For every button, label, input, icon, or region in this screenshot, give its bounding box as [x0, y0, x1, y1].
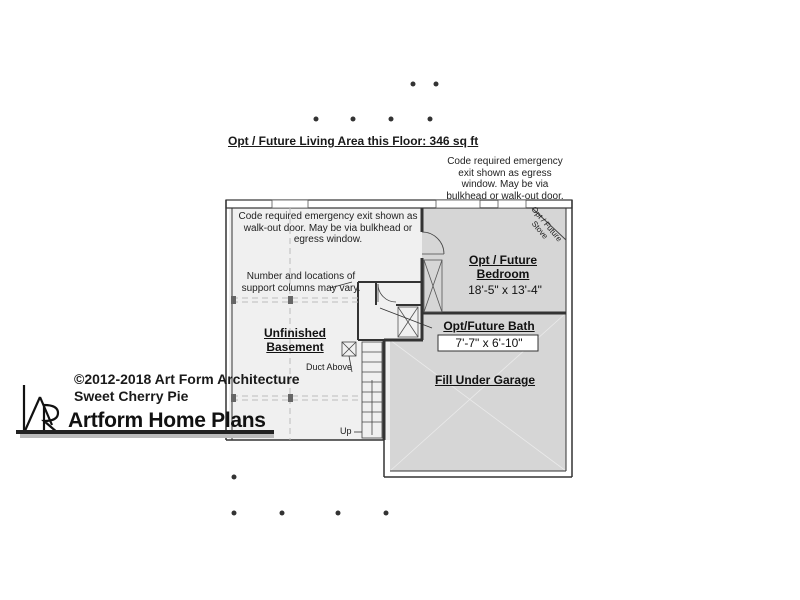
door-swing: [421, 231, 445, 255]
plan-name: Sweet Cherry Pie: [74, 388, 189, 404]
exterior-walls: [225, 199, 573, 478]
window: [497, 199, 527, 209]
closet: [423, 259, 443, 313]
duct-line: [341, 341, 357, 357]
support-column: [288, 394, 293, 402]
ar-monogram-icon: [16, 385, 274, 438]
leader-lines: [329, 281, 433, 433]
brand-name: Artform Home Plans: [68, 409, 266, 432]
bedroom-dimensions: 18'-5" x 13'-4": [468, 283, 542, 297]
logo-stroke: [22, 396, 42, 434]
foundation-dot: [279, 510, 285, 516]
floor-title: Opt / Future Living Area this Floor: 346…: [228, 134, 479, 148]
logo-stroke: [41, 403, 60, 434]
foundation-dot: [313, 116, 319, 122]
logo-underline: [16, 430, 274, 434]
stairs: [361, 341, 383, 439]
foundation-dot: [350, 116, 356, 122]
stove-corner: [531, 207, 567, 241]
logo-shadow: [20, 434, 274, 438]
foundation-dots: [231, 81, 439, 516]
stairs-up-note: Up: [340, 426, 352, 436]
support-column: [231, 296, 236, 304]
support-columns: [231, 296, 293, 402]
foundation-dot: [433, 81, 439, 87]
garage-label: Fill Under Garage: [434, 373, 536, 387]
support-column: [288, 296, 293, 304]
bedroom-area: [422, 205, 566, 313]
door-swings: [377, 231, 445, 303]
foundation-dot: [388, 116, 394, 122]
support-column: [231, 394, 236, 402]
bath-label-box: [437, 334, 539, 352]
mech-line: [397, 306, 419, 338]
closet-line: [423, 259, 443, 313]
window: [435, 199, 481, 209]
foundation-dot: [231, 510, 237, 516]
leader-line: [329, 281, 353, 289]
stair-run: [361, 341, 383, 439]
leader-line: [379, 307, 433, 329]
closet-details: [397, 259, 443, 338]
egress-note-top: Code required emergency exit shown as eg…: [446, 156, 564, 202]
foundation-dot: [231, 474, 237, 480]
foundation-dot: [383, 510, 389, 516]
bath-dimensions: 7'-7" x 6'-10": [455, 336, 523, 350]
bedroom-label: Opt / Future Bedroom: [469, 253, 537, 281]
basement-area: [229, 205, 422, 440]
egress-note-left: Code required emergency exit shown as wa…: [238, 211, 418, 245]
basement-label: Unfinished Basement: [264, 326, 326, 354]
slope-line: [389, 339, 567, 472]
foundation-dot: [427, 116, 433, 122]
window: [271, 199, 309, 209]
bath-label: Opt/Future Bath: [443, 319, 535, 333]
copyright-text: ©2012-2018 Art Form Architecture: [74, 371, 300, 387]
support-columns-note: Number and locations of support columns …: [241, 271, 361, 294]
foundation-dot: [410, 81, 416, 87]
leader-line: [348, 355, 353, 373]
mech-box: [397, 306, 419, 338]
interior-walls: [357, 208, 566, 440]
duct-note: Duct Above: [306, 362, 353, 372]
foundation-dot: [335, 510, 341, 516]
